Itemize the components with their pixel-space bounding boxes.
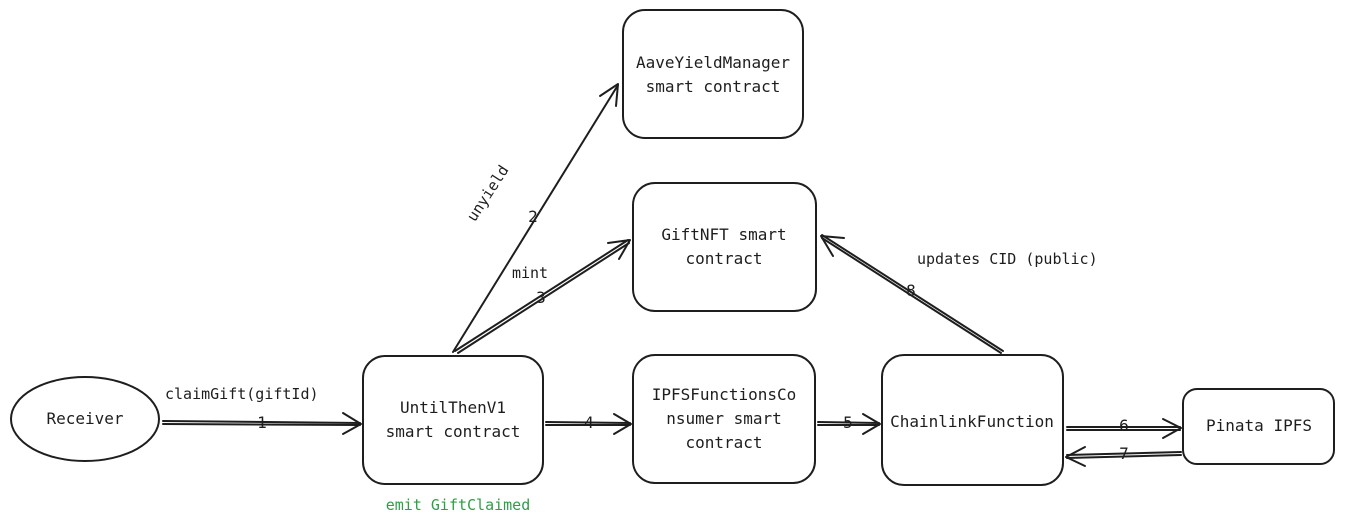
- node-until-then-line2: smart contract: [386, 422, 521, 441]
- node-until-then[interactable]: UntilThenV1 smart contract: [362, 355, 544, 485]
- edge-to-chainlink-step: 5: [843, 413, 853, 432]
- edge-claim-gift-step: 1: [257, 413, 267, 432]
- edge-to-pinata-step: 6: [1119, 416, 1129, 435]
- node-chainlink-function[interactable]: ChainlinkFunction: [881, 354, 1064, 486]
- edge-claim-gift-label: claimGift(giftId): [165, 385, 319, 403]
- edge-from-pinata-step: 7: [1119, 444, 1129, 463]
- node-ipfs-functions-consumer[interactable]: IPFSFunctionsCo nsumer smart contract: [632, 354, 816, 484]
- edge-to-chainlink: [817, 413, 881, 435]
- node-receiver-label: Receiver: [46, 409, 123, 428]
- node-until-then-line1: UntilThenV1: [400, 398, 506, 417]
- edge-to-consumer-step: 4: [584, 413, 594, 432]
- edge-mint-label: mint: [512, 264, 548, 282]
- node-gift-nft[interactable]: GiftNFT smart contract: [632, 182, 817, 312]
- edge-mint: [454, 239, 631, 354]
- node-ipfs-line3: contract: [685, 433, 762, 452]
- node-aave-line1: AaveYieldManager: [636, 53, 790, 72]
- node-pinata-ipfs[interactable]: Pinata IPFS: [1182, 388, 1335, 465]
- edge-unyield: [452, 83, 619, 353]
- node-gift-nft-line2: contract: [685, 249, 762, 268]
- edge-update-cid: [820, 234, 1004, 354]
- node-pinata-label: Pinata IPFS: [1206, 416, 1312, 435]
- node-gift-nft-line1: GiftNFT smart: [661, 225, 786, 244]
- edge-unyield-label: unyield: [463, 162, 513, 225]
- node-chainlink-label: ChainlinkFunction: [890, 412, 1054, 431]
- event-annotation: emit GiftClaimed: [386, 496, 531, 514]
- edge-claim-gift: [162, 412, 362, 435]
- node-aave-line2: smart contract: [646, 77, 781, 96]
- node-receiver[interactable]: Receiver: [10, 376, 160, 462]
- node-ipfs-line2: nsumer smart: [666, 409, 782, 428]
- edge-update-cid-label: updates CID (public): [917, 250, 1098, 268]
- edge-update-cid-step: 8: [906, 281, 916, 300]
- edge-to-pinata: [1066, 418, 1182, 439]
- edge-unyield-step: 2: [528, 207, 538, 226]
- node-ipfs-line1: IPFSFunctionsCo: [652, 385, 797, 404]
- edge-from-pinata: [1065, 446, 1182, 467]
- node-aave-yield-manager[interactable]: AaveYieldManager smart contract: [622, 9, 804, 139]
- edge-mint-step: 3: [536, 288, 546, 307]
- edge-to-consumer: [545, 413, 632, 435]
